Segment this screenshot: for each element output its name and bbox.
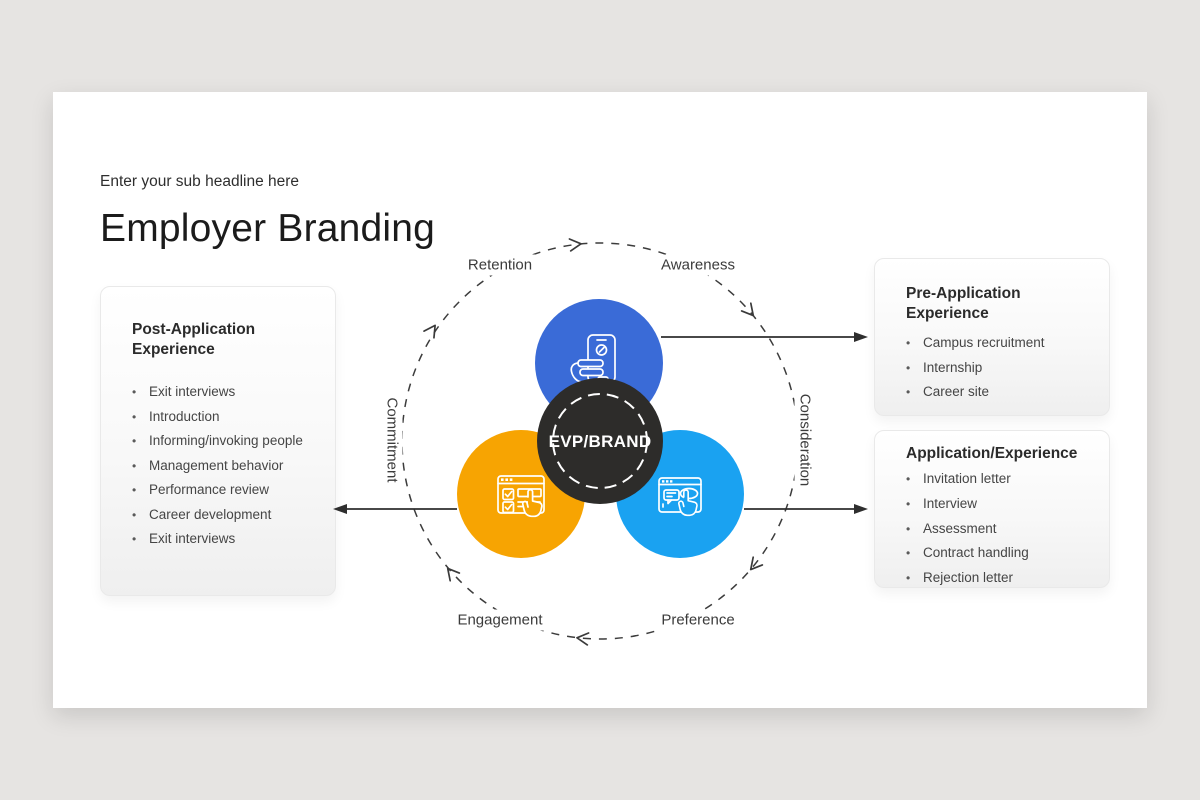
list-item: • Career development <box>132 503 315 528</box>
card-pre-application: Pre-Application Experience • Campus recru… <box>874 258 1110 416</box>
tap-hand-icon <box>678 489 698 517</box>
bullet-text: Contract handling <box>923 545 1029 561</box>
list-item: • Rejection letter <box>906 566 1089 591</box>
bullet-text: Career development <box>149 506 272 522</box>
bullet-text: Rejection letter <box>923 569 1014 585</box>
page-title: Employer Branding <box>100 207 436 250</box>
bullet-text: Assessment <box>923 520 997 536</box>
card-bullet-list: • Campus recruitment • Internship • Career si… <box>906 331 1089 405</box>
arrow-to-post-application <box>333 504 457 514</box>
bullet-dot: • <box>906 385 911 400</box>
bullet-dot: • <box>906 546 911 561</box>
card-title: Pre-Application Experience <box>906 285 1021 323</box>
cycle-label-commitment: Commitment <box>381 390 403 490</box>
bullet-dot: • <box>132 507 137 522</box>
cycle-arrow-upper-right-icon <box>740 302 755 317</box>
list-item: • Internship <box>906 356 1089 381</box>
list-item: • Invitation letter <box>906 467 1089 492</box>
bullet-text: Informing/invoking people <box>149 433 303 449</box>
cycle-label-awareness: Awareness <box>654 254 742 276</box>
bullet-text: Career site <box>923 384 990 400</box>
tap-hand-icon <box>521 488 543 518</box>
evp-brand-label: EVP/BRAND <box>549 432 652 451</box>
list-item: • Interview <box>906 492 1089 517</box>
checklist-browser-icon <box>497 475 545 518</box>
bullet-dot: • <box>906 335 911 350</box>
list-item: • Assessment <box>906 517 1089 542</box>
cycle-arrow-top-icon <box>568 238 582 252</box>
card-application-experience: Application/Experience • Invitation lette… <box>874 430 1110 588</box>
cycle-arrow-lower-right-icon <box>749 556 764 571</box>
card-title: Application/Experience <box>906 445 1078 462</box>
bullet-text: Invitation letter <box>923 471 1011 487</box>
evp-brand-circle <box>537 378 663 504</box>
bullet-text: Management behavior <box>149 457 284 473</box>
bullet-dot: • <box>906 472 911 487</box>
list-item: • Exit interviews <box>132 527 315 552</box>
cycle-arrowheads <box>423 238 764 646</box>
employer-branding-cycle-diagram: EVP/BRAND <box>333 238 868 646</box>
list-item: • Contract handling <box>906 541 1089 566</box>
chat-browser-icon <box>658 477 702 517</box>
card-bullet-list: • Exit interviews • Introduction • Informing/… <box>132 380 315 552</box>
list-item: • Introduction <box>132 405 315 430</box>
cycle-arrow-lower-left-icon <box>446 567 461 582</box>
slide: Employer Branding Enter your sub headlin… <box>53 92 1147 708</box>
arrow-to-application-experience <box>744 504 868 514</box>
cycle-arrow-upper-left-icon <box>423 324 436 339</box>
bullet-dot: • <box>132 434 137 449</box>
list-item: • Performance review <box>132 478 315 503</box>
cycle-label-consideration: Consideration <box>794 386 816 494</box>
bullet-dot: • <box>132 384 137 399</box>
bullet-dot: • <box>906 521 911 536</box>
bullet-dot: • <box>906 497 911 512</box>
card-title: Post-Application Experience <box>132 321 256 359</box>
bullet-dot: • <box>132 532 137 547</box>
cycle-label-engagement: Engagement <box>450 609 550 631</box>
arrowhead-right-icon <box>854 504 868 514</box>
cycle-label-retention: Retention <box>460 254 540 276</box>
bullet-text: Exit interviews <box>149 531 236 547</box>
card-post-application: Post-Application Experience • Exit interv… <box>100 286 336 596</box>
list-item: • Career site <box>906 380 1089 405</box>
card-bullet-list: •Invitation letter•Interview•Assessment•… <box>906 467 1089 590</box>
cycle-label-preference: Preference <box>654 609 742 631</box>
evp-brand-inner-ring <box>552 393 648 489</box>
arrow-to-pre-application <box>661 332 868 342</box>
bullet-text: Interview <box>923 496 978 512</box>
list-item: • Management behavior <box>132 454 315 479</box>
bullet-dot: • <box>132 458 137 473</box>
bullet-dot: • <box>132 409 137 424</box>
bullet-dot: • <box>906 570 911 585</box>
bullet-text: Internship <box>923 359 983 375</box>
bullet-dot: • <box>132 483 137 498</box>
arrowhead-left-icon <box>333 504 347 514</box>
arrowhead-right-icon <box>854 332 868 342</box>
bullet-dot: • <box>906 360 911 375</box>
list-item: • Campus recruitment <box>906 331 1089 356</box>
bullet-text: Introduction <box>149 408 220 424</box>
page-subtitle: Enter your sub headline here <box>100 173 300 190</box>
list-item: • Exit interviews <box>132 380 315 405</box>
connector-arrows <box>333 332 868 514</box>
bullet-text: Exit interviews <box>149 383 236 399</box>
list-item: • Informing/invoking people <box>132 429 315 454</box>
cycle-arrow-bottom-icon <box>576 632 590 646</box>
bullet-text: Campus recruitment <box>923 334 1045 350</box>
bullet-text: Performance review <box>149 482 270 498</box>
